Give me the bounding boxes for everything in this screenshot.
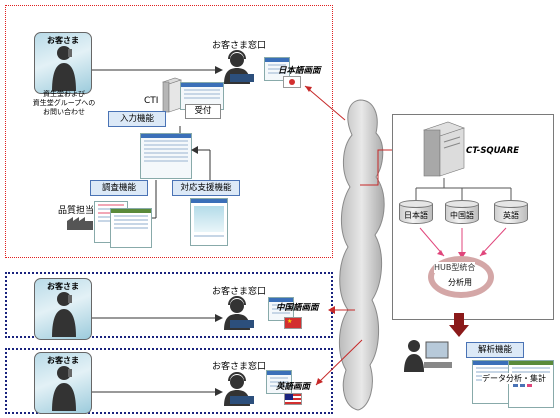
screen-us xyxy=(266,370,292,394)
china-panel xyxy=(5,272,333,338)
cti-server-icon xyxy=(162,77,182,113)
us-panel xyxy=(5,348,333,414)
screen-title-japan: 日本語画面 xyxy=(278,66,321,76)
japan-panel xyxy=(5,5,333,258)
analysis-down-arrow xyxy=(449,313,469,337)
analyst-icon xyxy=(404,340,452,372)
network-cloud xyxy=(338,99,385,411)
customer-box-china: お客さま xyxy=(34,278,92,340)
flag-japan-icon xyxy=(283,76,301,88)
db-english: 英語 xyxy=(494,200,528,226)
operator-icon-us xyxy=(224,372,254,406)
customer-person-icon xyxy=(52,46,76,91)
analysis-function-label: 解析機能 xyxy=(466,342,524,358)
customer-person-icon xyxy=(52,366,76,411)
quality-label: 品質担当 xyxy=(58,206,95,216)
db-chinese: 中国語 xyxy=(445,200,479,226)
support-screen xyxy=(190,198,228,246)
flag-us-icon xyxy=(284,393,302,405)
support-function-label: 対応支援機能 xyxy=(172,180,240,196)
window-label-china: お客さま窓口 xyxy=(212,287,267,297)
customer-subtitle: 資生堂および 資生堂グループへの お問い合わせ xyxy=(32,90,96,116)
customer-person-icon xyxy=(52,292,76,337)
input-screen xyxy=(140,133,192,179)
factory-icon xyxy=(67,217,93,230)
cti-label: CTI xyxy=(144,96,159,106)
screen-title-china: 中国語画面 xyxy=(276,303,319,313)
survey-function-label: 調査機能 xyxy=(90,180,148,196)
customer-title: お客さま xyxy=(47,36,79,45)
survey-doc-2 xyxy=(110,208,152,248)
analysis-sheet-2 xyxy=(508,360,554,408)
window-label-japan: お客さま窓口 xyxy=(212,41,267,51)
server-tower-icon xyxy=(423,121,465,177)
analysis-output-label: データ分析・集計 xyxy=(482,373,546,384)
screen-title-us: 英語画面 xyxy=(276,382,311,392)
screen-china xyxy=(268,297,294,321)
analysis-db-label: 分析用 xyxy=(448,278,472,287)
flag-china-icon: ★ xyxy=(284,317,302,329)
server-name: CT-SQUARE xyxy=(466,146,520,156)
window-label-us: お客さま窓口 xyxy=(212,362,267,372)
customer-box-japan: お客さま xyxy=(34,32,92,94)
customer-title: お客さま xyxy=(47,356,79,365)
customer-box-us: お客さま xyxy=(34,352,92,414)
customer-title: お客さま xyxy=(47,282,79,291)
hub-label: HUB型統合 xyxy=(434,262,476,273)
operator-icon-japan xyxy=(224,50,254,84)
db-japanese: 日本語 xyxy=(399,200,433,226)
hub-ring xyxy=(428,256,494,298)
operator-icon-china xyxy=(224,296,254,330)
input-function-label: 入力機能 xyxy=(108,111,166,127)
reception-label: 受付 xyxy=(185,104,221,119)
